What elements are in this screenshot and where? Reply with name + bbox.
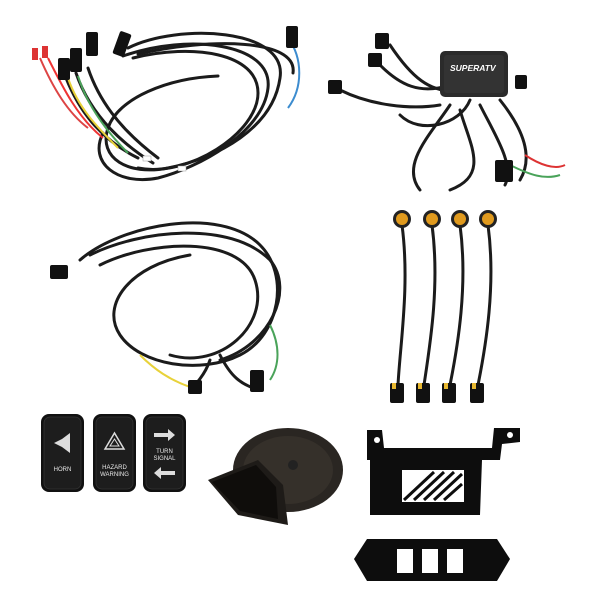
hazard-rocker-switch: HAZARD WARNING	[92, 413, 137, 493]
turn-switch-label-line2: SIGNAL	[153, 456, 176, 462]
brand-label: SUPERATV	[450, 63, 497, 73]
turn-switch-label-line1: TURN	[156, 449, 173, 455]
horn-rocker-switch: HORN	[40, 413, 85, 493]
hazard-switch-label-line2: WARNING	[100, 472, 129, 478]
switch-panel-plate	[352, 535, 512, 585]
main-wiring-harness	[18, 18, 318, 198]
led-indicator-pigtails	[380, 205, 510, 410]
hazard-triangle-icon	[103, 431, 126, 450]
right-arrow-icon	[154, 429, 175, 441]
left-arrow-icon	[154, 467, 175, 479]
horn-switch-label: HORN	[54, 467, 72, 473]
secondary-wiring-harness	[40, 205, 300, 405]
hazard-switch-label-line1: HAZARD	[102, 465, 127, 471]
flasher-control-module: SUPERATV	[320, 15, 585, 200]
horn-unit	[198, 425, 348, 530]
mounting-bracket	[362, 420, 524, 525]
horn-icon	[54, 433, 70, 453]
turn-signal-rocker-switch: TURN SIGNAL	[142, 413, 187, 493]
